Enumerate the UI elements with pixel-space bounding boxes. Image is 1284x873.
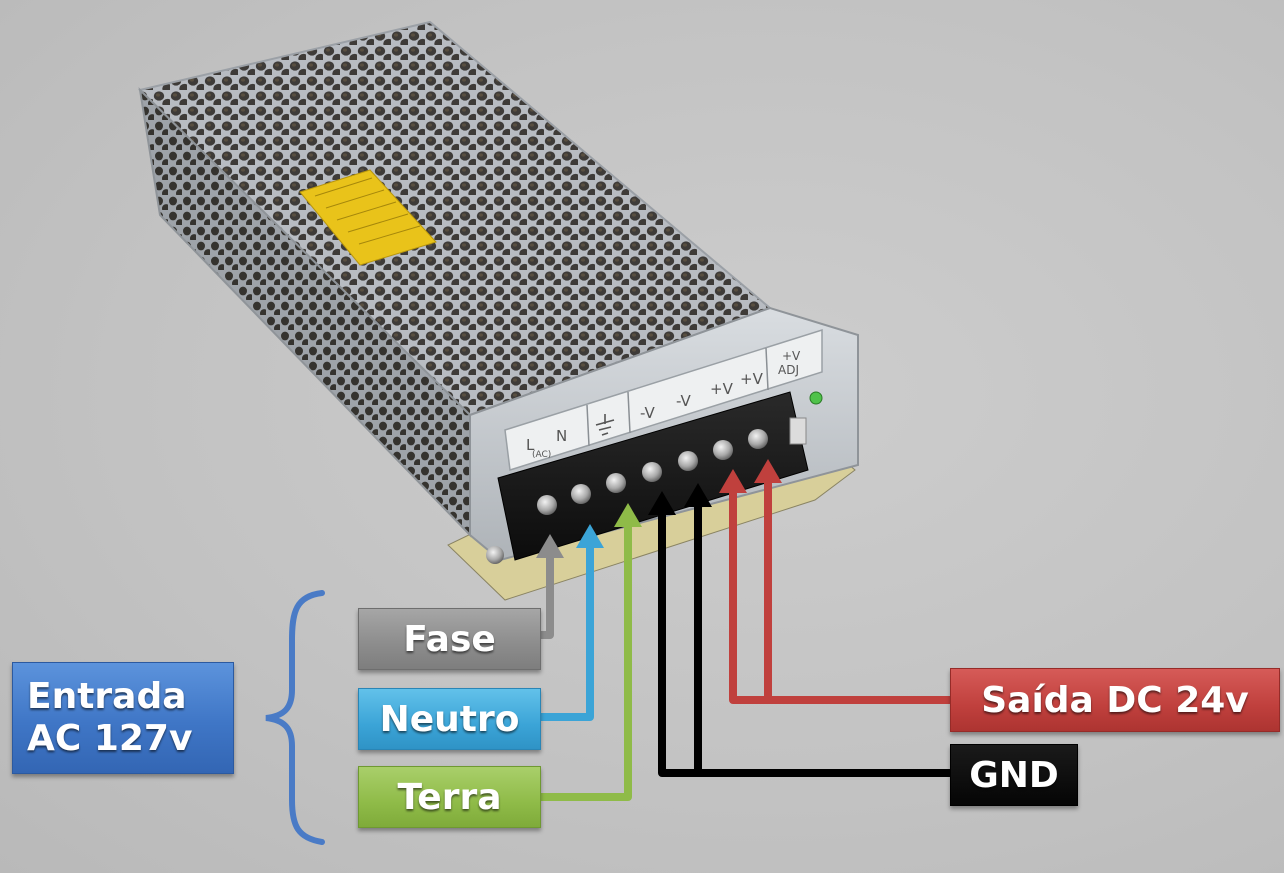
arrow-gnd-1-icon: [648, 491, 676, 515]
terminal-label-strip: [504, 328, 823, 471]
arrow-saida-1-icon: [719, 469, 747, 493]
wire-gnd: [658, 504, 950, 777]
label-entrada-line2: AC 127v: [27, 718, 193, 759]
terminal-adj-top: +V: [782, 349, 801, 363]
adj-potentiometer: [789, 417, 807, 445]
terminal-l: L: [526, 436, 535, 454]
wire-saida: [729, 480, 950, 704]
warning-label: [299, 169, 437, 266]
arrow-fase-icon: [536, 534, 564, 558]
arrow-saida-2-icon: [754, 459, 782, 483]
arrow-terra-icon: [614, 503, 642, 527]
mounting-screw: [486, 546, 504, 564]
power-supply-unit: L N (AC) -V -V +V +V +V ADJ: [138, 20, 859, 601]
label-saida-dc: Saída DC 24v: [950, 668, 1280, 732]
arrow-neutro-icon: [576, 524, 604, 548]
wire-neutro: [539, 545, 594, 721]
terminal-v-minus-1: -V: [640, 404, 656, 422]
terminal-screws: [537, 429, 768, 515]
wire-terra: [539, 524, 632, 801]
wire-arrowheads: [536, 459, 782, 558]
label-neutro: Neutro: [358, 688, 541, 750]
terminal-ac: (AC): [532, 450, 551, 460]
terminal-adj-bottom: ADJ: [778, 363, 799, 377]
label-gnd: GND: [950, 744, 1078, 806]
wire-fase: [539, 555, 554, 639]
terminal-v-minus-2: -V: [676, 392, 692, 410]
wires: [539, 480, 950, 801]
curly-brace-icon: [265, 590, 325, 845]
terminal-v-plus-1: +V: [710, 380, 734, 398]
label-fase: Fase: [358, 608, 541, 670]
label-entrada-ac: Entrada AC 127v: [12, 662, 234, 774]
terminal-v-plus-2: +V: [740, 370, 764, 388]
ground-symbol-icon: [595, 414, 615, 436]
status-led: [809, 391, 823, 405]
terminal-n: N: [556, 427, 567, 445]
arrow-gnd-2-icon: [684, 483, 712, 507]
label-entrada-line1: Entrada: [27, 676, 187, 717]
label-terra: Terra: [358, 766, 541, 828]
